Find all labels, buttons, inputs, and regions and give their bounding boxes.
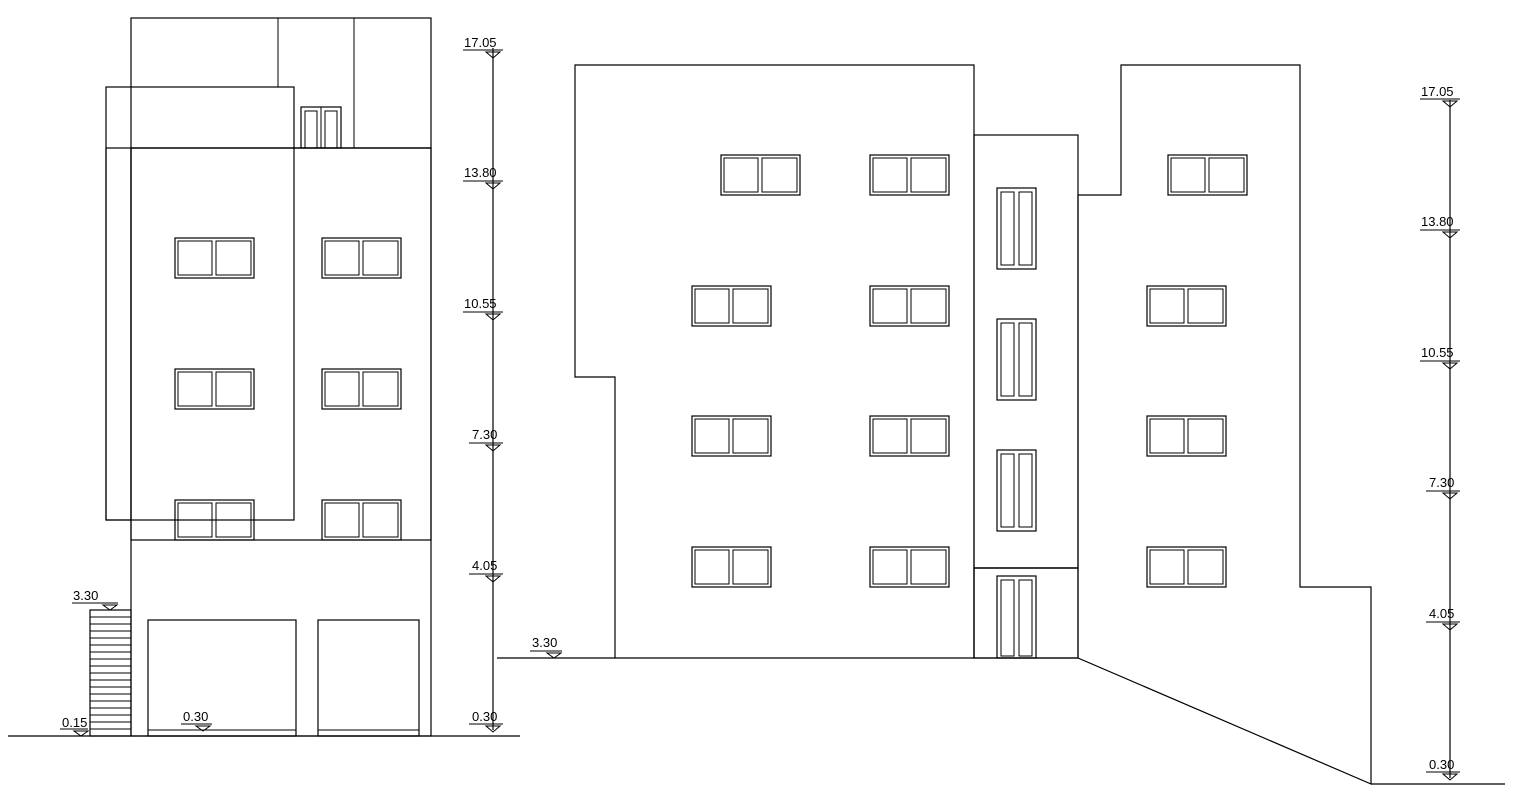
side-left-wing: [574, 64, 975, 659]
front-stair-level-marker: 3.30: [72, 588, 119, 611]
side-window: [1167, 154, 1248, 196]
side-window: [869, 415, 950, 457]
front-level-label: 17.05: [464, 35, 497, 50]
side-core-window: [996, 318, 1037, 401]
front-level-label: 10.55: [464, 296, 497, 311]
level-triangle-icon: [1441, 100, 1459, 108]
level-triangle-icon: [1441, 362, 1459, 370]
front-level-label: 0.30: [472, 709, 497, 724]
side-window: [1146, 415, 1227, 457]
side-core-base: [973, 567, 1079, 659]
side-window: [1146, 285, 1227, 327]
front-level-marker: 10.55: [463, 296, 503, 321]
side-window: [720, 154, 801, 196]
side-level-label: 10.55: [1421, 345, 1454, 360]
side-window: [869, 154, 950, 196]
front-level-marker: 13.80: [463, 165, 503, 190]
front-terrace-door-leaf-r: [324, 110, 338, 149]
front-stair-level-label: 3.30: [73, 588, 98, 603]
level-triangle-icon: [484, 313, 502, 321]
front-main-wall-outline: [130, 147, 432, 541]
side-level-label: 7.30: [1429, 475, 1454, 490]
level-triangle-icon: [484, 725, 502, 733]
side-window: [691, 285, 772, 327]
side-elevation: 17.05 13.80 10.55 7.30 4.05 0.30: [497, 64, 1505, 785]
level-triangle-icon: [1441, 623, 1459, 631]
side-level-marker: 0.30: [1426, 757, 1460, 781]
front-terrace-door-leaf-l: [304, 110, 318, 149]
front-level-marker: 4.05: [469, 558, 503, 583]
level-triangle-icon: [1441, 492, 1459, 500]
level-triangle-icon: [72, 730, 90, 737]
front-window: [174, 237, 255, 279]
front-window: [174, 499, 255, 541]
level-triangle-icon: [484, 182, 502, 190]
side-right-wing: [973, 64, 1372, 785]
front-top-cabin: [130, 17, 432, 149]
front-external-stair: [89, 609, 132, 737]
side-window: [869, 546, 950, 588]
front-level-label: 7.30: [472, 427, 497, 442]
front-shop-level-label: 0.30: [183, 709, 208, 724]
level-triangle-icon: [1441, 773, 1459, 781]
side-level-label: 13.80: [1421, 214, 1454, 229]
front-level-label: 13.80: [464, 165, 497, 180]
side-core-door: [996, 575, 1037, 659]
front-elevation: 17.05 13.80 10.55 7.30 4.05 0.30: [8, 17, 520, 737]
side-level-marker: 7.30: [1426, 475, 1460, 500]
front-level-marker: 17.05: [463, 35, 503, 59]
side-window: [691, 415, 772, 457]
front-main-wall: [130, 147, 432, 737]
side-window: [691, 546, 772, 588]
side-plinth-level-marker: 3.30: [530, 635, 563, 659]
side-level-marker: 4.05: [1426, 606, 1460, 631]
side-core-window: [996, 449, 1037, 532]
side-level-marker: 17.05: [1420, 84, 1460, 108]
front-window: [321, 237, 402, 279]
front-shop-level-marker: 0.30: [181, 709, 212, 732]
front-shop-opening-right: [317, 619, 420, 737]
front-ground-level-label: 0.15: [62, 715, 87, 730]
side-core-window: [996, 187, 1037, 270]
side-stair-core: [973, 134, 1079, 569]
level-triangle-icon: [484, 575, 502, 583]
level-triangle-icon: [484, 444, 502, 452]
front-side-projection: [105, 86, 295, 521]
side-window: [1146, 546, 1227, 588]
level-triangle-icon: [1441, 231, 1459, 239]
level-triangle-icon: [545, 652, 563, 659]
front-ground-level-marker: 0.15: [60, 715, 90, 737]
front-window: [321, 368, 402, 410]
side-level-marker: 13.80: [1420, 214, 1460, 239]
side-level-label: 17.05: [1421, 84, 1454, 99]
side-window: [869, 285, 950, 327]
level-triangle-icon: [101, 604, 119, 611]
level-triangle-icon: [194, 725, 212, 732]
front-shop-opening-left: [147, 619, 297, 737]
front-level-label: 4.05: [472, 558, 497, 573]
front-window: [321, 499, 402, 541]
side-level-marker: 10.55: [1420, 345, 1460, 370]
front-projection-face: [105, 147, 132, 521]
side-plinth-level-label: 3.30: [532, 635, 557, 650]
front-window: [174, 368, 255, 410]
side-level-label: 4.05: [1429, 606, 1454, 621]
level-triangle-icon: [484, 51, 502, 59]
front-level-marker: 7.30: [469, 427, 503, 452]
side-level-label: 0.30: [1429, 757, 1454, 772]
front-level-marker: 0.30: [469, 709, 503, 733]
